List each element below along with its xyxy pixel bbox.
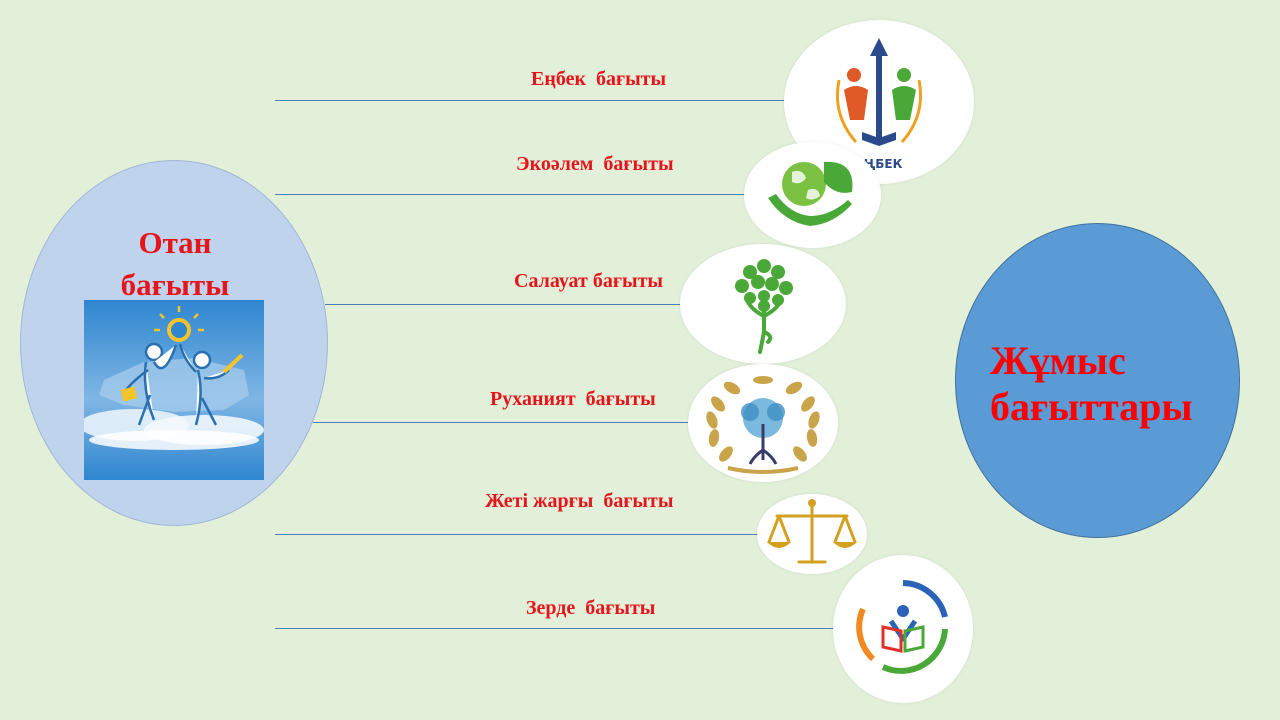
connector-line-salauat [325, 304, 705, 305]
connector-line-enbek [275, 100, 815, 101]
jumys-title: Жұмыс бағыттары [990, 338, 1230, 430]
jumys-title-line2: бағыттары [990, 384, 1193, 429]
book-person-logo-icon [856, 580, 948, 674]
direction-label-ekoalem: Экоәлем бағыты [516, 153, 674, 175]
zerde-circle [833, 555, 973, 703]
wreath-tree-icon [706, 376, 820, 474]
connector-line-rukhaniyat [313, 422, 703, 423]
healthy-tree-figure-icon [735, 259, 793, 354]
zheti-zhargy-circle [757, 494, 867, 574]
connector-line-zerde [275, 628, 855, 629]
otan-title-line2: бағыты [120, 267, 230, 302]
connector-line-zheti-zhargy [275, 534, 765, 535]
otan-emblem-picture [79, 300, 264, 480]
otan-title: Отан бағыты [60, 222, 290, 306]
enbek-logo-icon: ЕҢБЕК [835, 38, 923, 171]
jumys-ellipse [955, 223, 1240, 538]
direction-label-salauat: Салауат бағыты [514, 270, 664, 292]
connector-line-ekoalem [275, 194, 755, 195]
otan-emblem-icon [79, 300, 264, 480]
direction-label-rukhaniyat: Руханият бағыты [490, 388, 656, 410]
direction-label-zerde: Зерде бағыты [526, 597, 656, 619]
eco-hands-globe-icon [768, 161, 853, 226]
scales-icon [767, 499, 857, 564]
eco-circle [744, 142, 881, 248]
direction-label-zheti-zhargy: Жеті жарғы бағыты [485, 490, 674, 512]
salauat-circle [680, 244, 846, 364]
otan-title-line1: Отан [138, 225, 212, 260]
direction-label-enbek: Еңбек бағыты [531, 68, 667, 90]
rukhaniyat-circle [688, 364, 838, 482]
jumys-title-line1: Жұмыс [990, 338, 1126, 383]
